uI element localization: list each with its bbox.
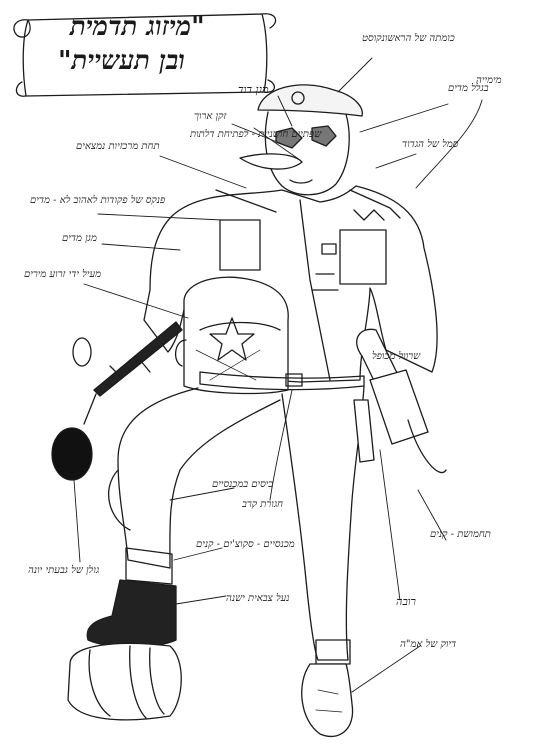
- annotation-lines: [73, 57, 483, 693]
- label-gun: רובה: [396, 595, 416, 608]
- label-boot: נעל צבאית ישנה: [226, 593, 290, 604]
- label-badge: מגן דוד: [238, 83, 269, 96]
- title-line-1: "מיזוג תדמית: [70, 12, 205, 42]
- title-scroll: [13, 13, 277, 97]
- leg-magazine-drawing: [353, 399, 375, 463]
- label-pocket: פנקס של פקודות לאהוב לא - מדים: [30, 195, 166, 206]
- head-drawing: [239, 111, 350, 196]
- label-bag-arm: מעיל ידי זרוע מירים: [24, 269, 102, 280]
- backpack-drawing: [175, 276, 289, 395]
- label-trousers: מכנסיים - סקוצ'ים - קנים: [196, 539, 295, 550]
- label-belt: חגורת קרב: [242, 499, 284, 510]
- title-line-2: ובן תעשיית": [58, 46, 185, 76]
- rolled-tarp-drawing: [67, 642, 182, 721]
- rolled-map-drawing: [356, 328, 447, 474]
- label-canteen: מימייה: [476, 75, 502, 86]
- label-beret: כומתה של הראשונקוסט: [362, 33, 455, 44]
- label-beauty-spots: בגלל מדים: [448, 83, 489, 94]
- label-chest: מגן מדים: [62, 233, 97, 244]
- label-bottom-note: גולן של גבעתי יונה: [28, 565, 100, 576]
- label-bag: דיוק של אמ"ה: [400, 639, 457, 650]
- label-body-cream: תחת מרכזיות נמצאים: [76, 141, 160, 152]
- label-ammo: תחמושת - קנים: [430, 529, 491, 540]
- oval-sketch: [72, 337, 92, 367]
- rifle-drawing: [51, 321, 183, 481]
- label-cheeks: שפתיים חושניות - לפתיחת דלתות: [190, 129, 322, 140]
- label-cuff: שרוול מכופל: [372, 351, 421, 362]
- label-insignia: סמל של הגדוד: [402, 139, 459, 150]
- label-thigh-pocket: כיסים במכנסיים: [212, 479, 274, 490]
- label-beard: זקן ארוך: [194, 111, 227, 122]
- right-leg-drawing: [281, 385, 365, 738]
- left-leg-drawing: [86, 387, 281, 648]
